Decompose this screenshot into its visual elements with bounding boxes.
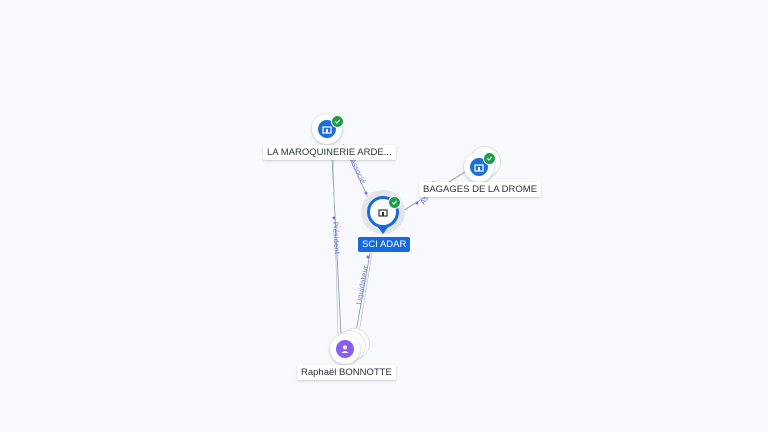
arrow-dot [364, 191, 368, 195]
edge-person-center-2 [358, 252, 373, 334]
pin-tip [377, 226, 389, 234]
edge-person-center [355, 252, 371, 333]
node-person[interactable] [330, 326, 370, 366]
verified-check-icon [483, 152, 496, 165]
node-label-maroquinerie[interactable]: LA MAROQUINERIE ARDE... [263, 145, 396, 160]
edge-label-associe-1: Associé [348, 157, 366, 184]
edge-person-maroquinerie [331, 155, 342, 335]
node-maroquinerie[interactable] [312, 114, 344, 144]
building-icon [374, 204, 392, 220]
verified-check-icon [331, 115, 344, 128]
node-bagages[interactable] [464, 146, 501, 184]
arrow-dot [366, 255, 370, 259]
edge-person-maroquinerie-2 [332, 155, 339, 335]
verified-check-icon [388, 196, 401, 209]
node-label-person[interactable]: Raphaël BONNOTTE [297, 365, 396, 380]
person-icon [336, 340, 354, 358]
edge-label-president: Président [331, 222, 341, 255]
node-center[interactable] [361, 190, 405, 240]
node-circle [330, 334, 360, 364]
arrow-dot [415, 201, 419, 205]
edge-label-liquidateur: Liquidateur [355, 265, 370, 306]
arrow-dot [332, 216, 336, 220]
node-label-center[interactable]: SCI ADAR [358, 237, 411, 252]
node-label-bagages[interactable]: BAGAGES DE LA DROME [419, 182, 542, 197]
